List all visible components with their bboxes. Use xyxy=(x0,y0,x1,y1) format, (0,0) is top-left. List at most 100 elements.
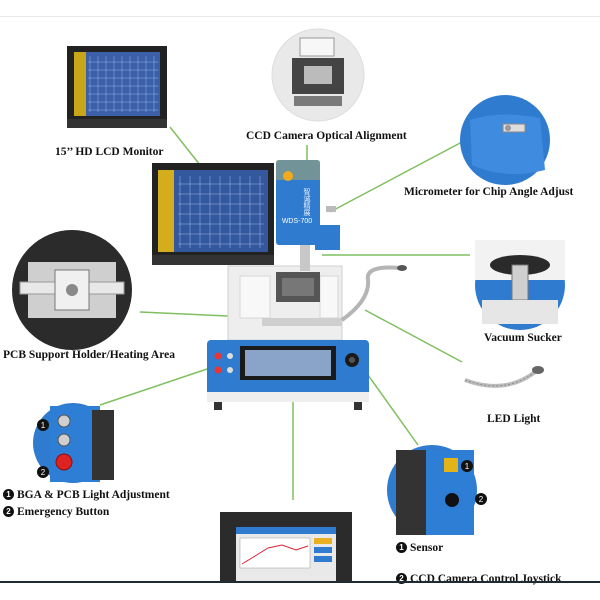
main-machine xyxy=(152,160,407,410)
sensor-badge-2-text: 2 xyxy=(479,495,484,504)
machine-monitor-chin xyxy=(152,255,274,265)
sensor-inset: 1 2 xyxy=(387,445,487,535)
touchscreen-inset-btn-3 xyxy=(314,556,332,562)
bga-badge-1-text: 1 xyxy=(41,421,46,430)
monitor-inset-grid xyxy=(88,56,158,112)
led-inset xyxy=(464,366,544,388)
bga-inset-knob-2 xyxy=(57,433,71,447)
bga-badge-2 xyxy=(37,466,49,478)
machine-tower-logo xyxy=(283,171,293,181)
bga-light-badge: 1 xyxy=(3,489,14,500)
bga-badge-1 xyxy=(37,419,49,431)
machine-base xyxy=(207,392,369,402)
touchscreen-inset-header xyxy=(236,527,336,534)
touchscreen-inset-graph xyxy=(239,537,311,569)
monitor-inset-screen xyxy=(74,52,160,116)
machine-monitor-sidebar xyxy=(158,170,174,252)
leader-monitor xyxy=(169,126,201,166)
bga-inset-knob-1 xyxy=(57,414,71,428)
micrometer-inset-screw xyxy=(505,125,511,131)
vacuum-inset-nozzle xyxy=(511,264,529,301)
machine-console-led-1 xyxy=(214,352,222,360)
leader-bga xyxy=(99,367,211,406)
leader-led xyxy=(364,309,463,363)
pcb-inset-screw xyxy=(66,284,78,296)
led-inset-arm xyxy=(464,370,537,388)
label-vacuum: Vacuum Sucker xyxy=(484,332,562,344)
sensor-badge-1 xyxy=(461,460,473,472)
ccd-inset-base xyxy=(294,96,342,106)
ccd-inset-camera xyxy=(299,37,335,57)
monitor-inset-sidebar xyxy=(74,52,86,116)
leader-micrometer xyxy=(329,141,463,213)
touchscreen-inset xyxy=(220,512,352,582)
machine-nozzle xyxy=(300,245,310,271)
micrometer-inset xyxy=(460,95,550,185)
machine-joystick-top xyxy=(349,357,355,363)
machine-led-head xyxy=(397,265,407,271)
machine-console-led-2 xyxy=(214,366,222,374)
ccd-inset-prism xyxy=(304,66,332,84)
vacuum-inset-base xyxy=(482,300,558,324)
top-divider xyxy=(0,16,600,17)
sensor-badge-1-text: 1 xyxy=(465,462,470,471)
label-led: LED Light xyxy=(487,413,541,425)
micrometer-inset-shade xyxy=(470,114,545,174)
machine-monitor-screen xyxy=(158,170,268,252)
machine-tower-side xyxy=(315,225,340,250)
machine-tower xyxy=(276,160,320,245)
vacuum-inset xyxy=(475,240,565,330)
bga-inset-edge xyxy=(92,410,114,480)
machine-foot-right xyxy=(354,402,362,410)
machine-body-right-panel xyxy=(319,275,339,319)
machine-led-arm xyxy=(340,265,401,322)
sensor-text: Sensor xyxy=(410,542,444,554)
machine-micrometer-knob xyxy=(326,206,336,212)
label-pcb-support: PCB Support Holder/Heating Area xyxy=(3,349,175,361)
machine-brand-label: 智诚精展 xyxy=(303,188,311,216)
monitor-inset xyxy=(67,46,167,128)
machine-monitor-grid xyxy=(178,176,264,248)
machine-console-knob-1 xyxy=(227,353,233,359)
machine-pcb-rail xyxy=(262,318,342,326)
machine-model-label: WDS-700 xyxy=(281,218,313,225)
joystick-label-badge: 2 xyxy=(396,573,407,584)
monitor-inset-chin xyxy=(67,119,167,128)
touchscreen-inset-btn-1 xyxy=(314,538,332,544)
joystick-text: CCD Camera Control Joystick xyxy=(410,573,562,585)
bga-badge-2-text: 2 xyxy=(41,468,46,477)
sensor-inset-joystick xyxy=(445,493,459,507)
pcb-inset xyxy=(12,230,132,350)
leader-joystick xyxy=(367,374,419,446)
machine-touchscreen xyxy=(245,350,331,376)
emergency-badge: 2 xyxy=(3,506,14,517)
bga-inset-badges: 1 2 xyxy=(37,419,49,478)
bottom-divider xyxy=(0,581,600,583)
sensor-badge-2 xyxy=(475,493,487,505)
sensor-label-badge: 1 xyxy=(396,542,407,553)
label-micrometer: Micrometer for Chip Angle Adjust xyxy=(404,186,574,198)
sensor-inset-edge xyxy=(396,450,426,535)
bga-inset xyxy=(33,403,114,483)
label-ccd-alignment: CCD Camera Optical Alignment xyxy=(246,130,407,142)
sensor-inset-sensor xyxy=(444,458,458,472)
label-monitor: 15’’ HD LCD Monitor xyxy=(55,146,164,158)
bga-light-text: BGA & PCB Light Adjustment xyxy=(17,489,170,501)
machine-heating-plate xyxy=(282,278,314,296)
led-inset-head xyxy=(532,366,544,374)
machine-foot-left xyxy=(214,402,222,410)
touchscreen-inset-curve xyxy=(241,544,309,565)
machine-console-knob-2 xyxy=(227,367,233,373)
touchscreen-inset-btn-2 xyxy=(314,547,332,553)
emergency-text: Emergency Button xyxy=(17,506,110,518)
ccd-inset xyxy=(271,28,365,122)
machine-tower-logo-area xyxy=(276,160,320,180)
bga-inset-emergency-button xyxy=(55,453,73,471)
micrometer-inset-knob xyxy=(502,123,526,133)
